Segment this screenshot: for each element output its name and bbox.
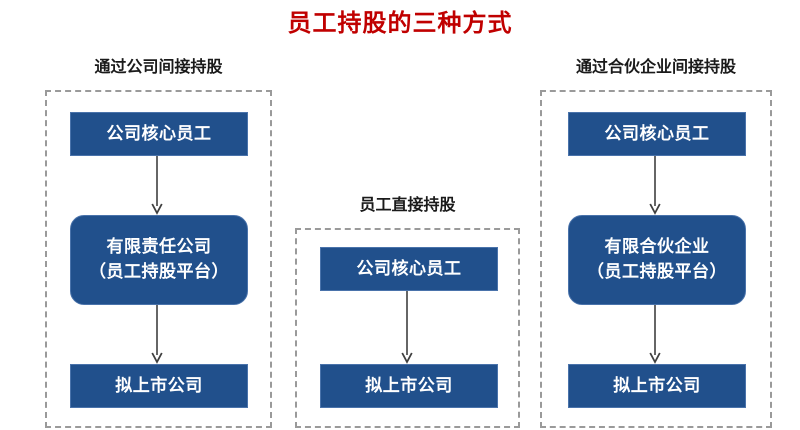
node-label: 拟上市公司 [115, 375, 203, 396]
column-header-left: 通过公司间接持股 [94, 57, 223, 76]
node-label: 公司核心员工 [604, 123, 710, 144]
node-middle-listed-company[interactable]: 拟上市公司 [320, 364, 498, 408]
node-label-line2: （员工持股平台） [89, 262, 229, 282]
node-right-listed-company[interactable]: 拟上市公司 [568, 364, 746, 408]
column-container-left [45, 90, 272, 428]
node-middle-core-employees[interactable]: 公司核心员工 [320, 247, 498, 291]
column-header-middle: 员工直接持股 [359, 195, 456, 214]
node-label-wrapper: 有限合伙企业 （员工持股平台） [587, 235, 727, 285]
column-container-right [540, 90, 772, 428]
node-label: 拟上市公司 [613, 375, 701, 396]
arrow-left-top-to-middle [151, 156, 163, 215]
node-left-holding-platform[interactable]: 有限责任公司 （员工持股平台） [70, 215, 248, 305]
arrow-right-middle-to-bottom [649, 305, 661, 364]
node-label: 公司核心员工 [356, 258, 462, 279]
node-label-line1: 有限责任公司 [106, 237, 212, 257]
node-label: 拟上市公司 [365, 375, 453, 396]
node-label-line2: （员工持股平台） [587, 262, 727, 282]
node-left-listed-company[interactable]: 拟上市公司 [70, 364, 248, 408]
node-label-line1: 有限合伙企业 [604, 237, 710, 257]
page-title: 员工持股的三种方式 [287, 9, 513, 37]
node-right-holding-platform[interactable]: 有限合伙企业 （员工持股平台） [568, 215, 746, 305]
node-label: 公司核心员工 [106, 123, 212, 144]
node-left-core-employees[interactable]: 公司核心员工 [70, 112, 248, 156]
arrow-middle-top-to-bottom [401, 291, 413, 364]
node-label-wrapper: 有限责任公司 （员工持股平台） [89, 235, 229, 285]
column-header-right: 通过合伙企业间接持股 [575, 57, 736, 76]
arrow-left-middle-to-bottom [151, 305, 163, 364]
column-container-middle [295, 228, 520, 428]
node-right-core-employees[interactable]: 公司核心员工 [568, 112, 746, 156]
arrow-right-top-to-middle [649, 156, 661, 215]
